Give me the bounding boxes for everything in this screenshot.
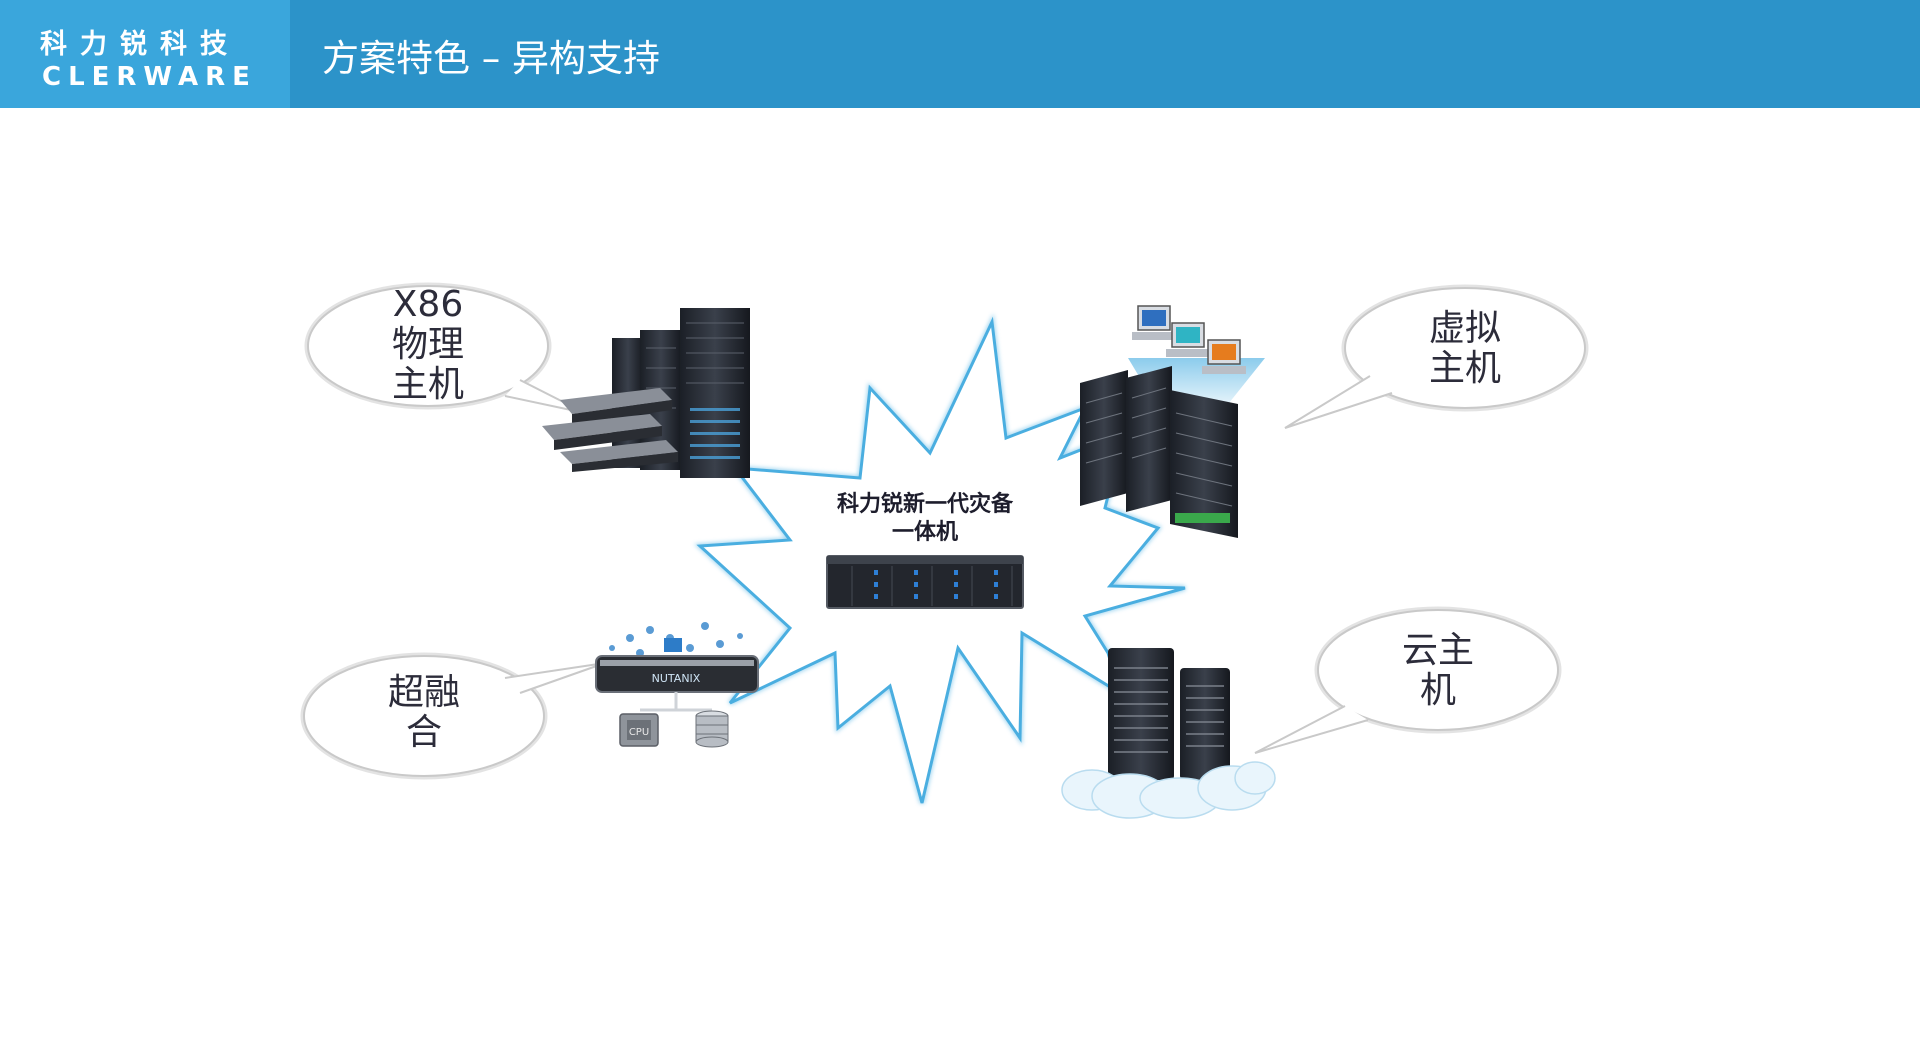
x86-label-line3: 主机 bbox=[392, 364, 464, 405]
virtual-label-line1: 虚拟 bbox=[1429, 308, 1501, 349]
header-bar: 科力锐科技 CLERWARE 方案特色 – 异构支持 bbox=[0, 0, 1920, 108]
logo: 科力锐科技 CLERWARE bbox=[0, 0, 290, 108]
bubble-virtual: 虚拟 主机 bbox=[1284, 284, 1589, 429]
bubble-cloud: 云主 机 bbox=[1254, 606, 1562, 754]
hci-label-line2: 合 bbox=[406, 712, 442, 753]
monitor-icons bbox=[1132, 305, 1246, 374]
center-title-line1: 科力锐新一代灾备 bbox=[837, 491, 1014, 517]
database-icon bbox=[695, 710, 729, 748]
hyperconverged-icon: NUTANIX CPU bbox=[595, 622, 759, 748]
nutanix-brand-label: NUTANIX bbox=[652, 672, 701, 685]
center-title-line2: 一体机 bbox=[892, 520, 958, 545]
page-title: 方案特色 – 异构支持 bbox=[322, 37, 661, 80]
network-nodes-icon bbox=[609, 622, 743, 657]
cpu-chip-icon: CPU bbox=[619, 713, 659, 747]
cpu-label: CPU bbox=[629, 727, 649, 738]
virtual-server-icon bbox=[1080, 305, 1265, 538]
virtual-label-line2: 主机 bbox=[1429, 348, 1501, 389]
server-rack-icon bbox=[542, 308, 750, 478]
cloud-shape-icon bbox=[1061, 761, 1276, 819]
cloud-server-icon bbox=[1061, 648, 1276, 819]
logo-cn-text: 科力锐科技 bbox=[40, 29, 240, 60]
storage-appliance-icon bbox=[826, 555, 1024, 609]
diagram-canvas: 科力锐新一代灾备 一体机 X86 物理 主机 虚拟 主机 bbox=[300, 282, 1589, 819]
x86-label-line2: 物理 bbox=[392, 324, 464, 365]
hci-label-line1: 超融 bbox=[388, 672, 460, 713]
bubble-hci: 超融 合 bbox=[300, 652, 606, 780]
bubble-x86: X86 物理 主机 bbox=[304, 282, 586, 414]
logo-en-text: CLERWARE bbox=[42, 62, 257, 92]
cloud-label-line2: 机 bbox=[1420, 670, 1456, 711]
heterogeneous-support-diagram: 科力锐新一代灾备 一体机 X86 物理 主机 虚拟 主机 bbox=[0, 108, 1920, 1040]
cloud-label-line1: 云主 bbox=[1402, 630, 1474, 671]
x86-label-line1: X86 bbox=[393, 284, 463, 325]
